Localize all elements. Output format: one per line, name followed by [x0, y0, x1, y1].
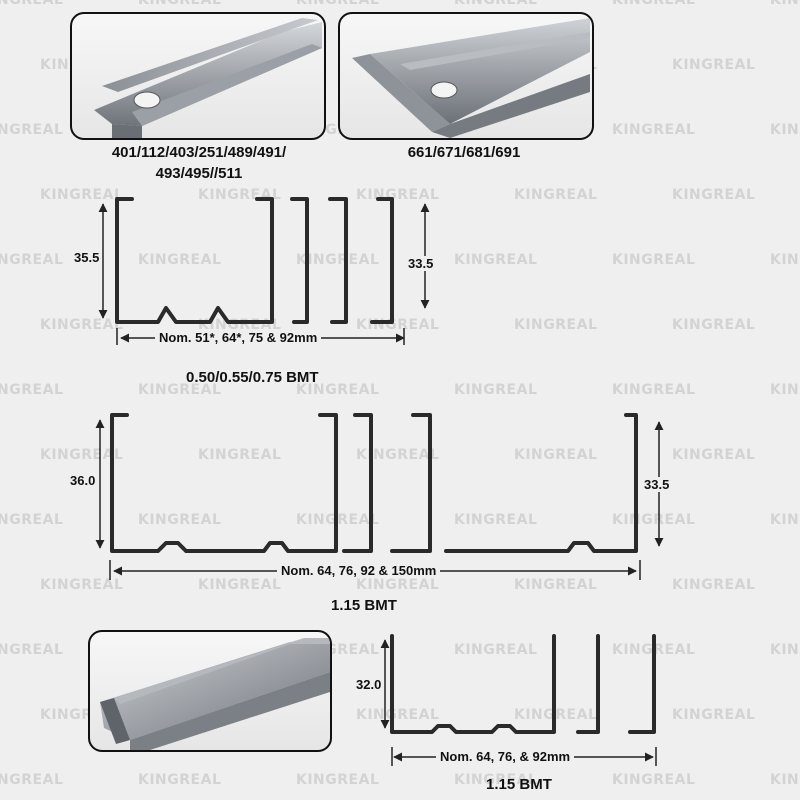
photo-1-caption-line1: 401/112/403/251/489/491/: [111, 144, 287, 161]
profile-2-outer-channel: [110, 413, 338, 553]
profile-3-height-label: 32.0: [356, 677, 382, 692]
profile-2-long-channel: [444, 413, 638, 553]
profile-1-channel-3: [328, 197, 348, 324]
profile-2-left-height-label: 36.0: [70, 473, 96, 488]
photo-2-caption-line1: 661/671/681/691: [407, 144, 521, 161]
photo-1-caption: 401/112/403/251/489/491/ 493/495//511: [58, 142, 340, 184]
photo-1-caption-line2: 493/495//511: [155, 165, 243, 182]
profile-1-left-height-label: 35.5: [74, 250, 100, 265]
track-photo-3: [88, 630, 332, 752]
profile-3-nominal-width: Nom. 64, 76, & 92mm: [436, 749, 575, 764]
steel-track-image-2: [352, 18, 590, 138]
steel-track-image-3: [100, 638, 330, 750]
profile-2-bmt: 1.15 BMT: [331, 597, 397, 614]
profile-3-bmt: 1.15 BMT: [486, 776, 552, 793]
track-photo-2: [338, 12, 594, 140]
photo-2-caption: 661/671/681/691: [338, 142, 590, 163]
profile-2-right-height-label: 33.5: [644, 477, 670, 492]
profile-3-channel-2: [576, 634, 600, 734]
profile-3-channel-3: [628, 634, 656, 734]
profile-1-bmt: 0.50/0.55/0.75 BMT: [186, 369, 319, 386]
steel-track-image-1: [94, 18, 322, 138]
profile-3-outer-channel: [390, 634, 556, 734]
profile-1-channel-2: [290, 197, 309, 324]
profile-2-channel-2: [342, 413, 373, 553]
profile-1-right-height-label: 33.5: [408, 256, 434, 271]
profile-2-nominal-width: Nom. 64, 76, 92 & 150mm: [277, 563, 441, 578]
profile-1-nominal-width: Nom. 51*, 64*, 75 & 92mm: [155, 330, 322, 345]
profile-1-channel-4: [370, 197, 394, 324]
track-photo-1: [70, 12, 326, 140]
profile-2-channel-3: [390, 413, 432, 553]
profile-1-outer-channel: [115, 197, 274, 324]
